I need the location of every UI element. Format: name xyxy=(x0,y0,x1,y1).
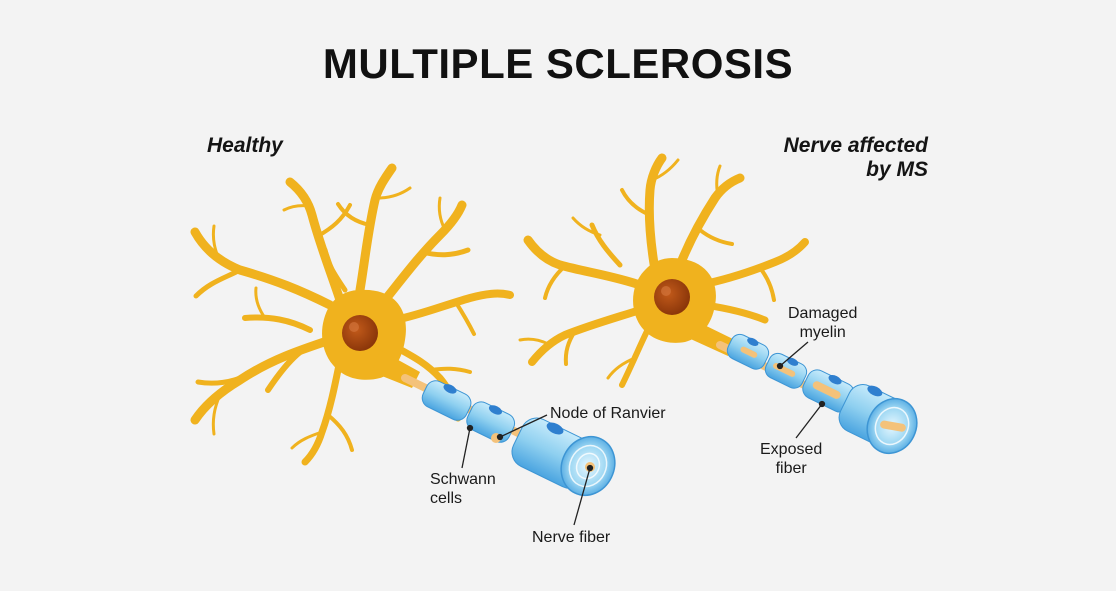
label-schwann-cells: Schwann cells xyxy=(430,470,496,508)
affected-heading: Nerve affected by MS xyxy=(700,134,928,182)
affected-heading-line2: by MS xyxy=(866,158,928,181)
label-nerve-fiber: Nerve fiber xyxy=(532,529,611,546)
affected-neuron xyxy=(518,153,918,455)
label-exposed-line1: Exposed xyxy=(760,441,823,458)
affected-heading-line1: Nerve affected xyxy=(783,134,928,157)
affected-fiber-core xyxy=(880,420,906,432)
affected-dendrites xyxy=(518,153,809,388)
label-schwann-line1: Schwann xyxy=(430,471,496,488)
healthy-heading: Healthy xyxy=(207,134,283,157)
label-exposed-fiber: Exposed fiber xyxy=(760,440,822,478)
healthy-dendrites xyxy=(190,163,514,466)
affected-segment-3 xyxy=(802,369,855,413)
label-damaged-line1: Damaged xyxy=(788,305,858,322)
healthy-schwann-segment-2 xyxy=(466,401,516,443)
label-damaged-line2: myelin xyxy=(799,324,846,341)
label-damaged-myelin: Damaged myelin xyxy=(788,304,857,342)
healthy-myelin-sheath xyxy=(421,380,616,497)
label-exposed-line2: fiber xyxy=(775,460,807,477)
affected-myelin-sheath xyxy=(726,333,918,455)
healthy-neuron xyxy=(190,163,616,526)
healthy-nucleus xyxy=(342,315,378,351)
affected-nucleus xyxy=(654,279,690,315)
label-schwann-line2: cells xyxy=(430,490,463,507)
healthy-leader-lines xyxy=(461,414,594,526)
label-node-of-ranvier: Node of Ranvier xyxy=(550,405,666,422)
affected-segment-1 xyxy=(726,333,770,370)
healthy-schwann-segment-1 xyxy=(421,380,472,421)
page-title: MULTIPLE SCLEROSIS xyxy=(322,40,794,87)
affected-leader-lines xyxy=(776,341,826,439)
